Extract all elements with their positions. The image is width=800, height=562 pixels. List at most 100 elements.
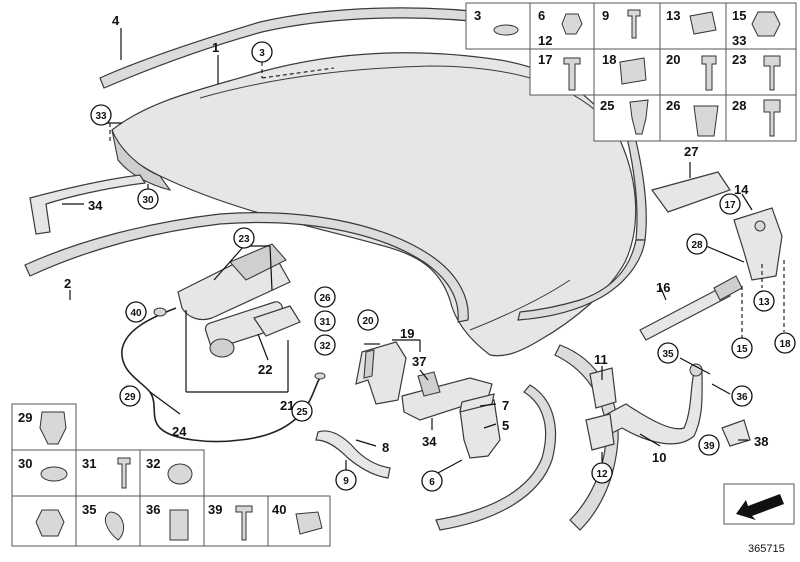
callout-7: 7 xyxy=(502,398,509,413)
callout-23: 23 xyxy=(238,234,250,245)
washer-icon xyxy=(493,24,519,36)
callout-22: 22 xyxy=(258,362,272,377)
table-label-36: 36 xyxy=(146,502,160,517)
gas-strut-16 xyxy=(639,275,743,341)
nut-icon xyxy=(751,11,781,37)
callout-9: 9 xyxy=(343,476,349,487)
callout-21: 21 xyxy=(280,398,294,413)
cable-clip-icon xyxy=(295,511,323,535)
callout-17: 17 xyxy=(724,200,736,211)
table-label-32: 32 xyxy=(146,456,160,471)
callout-24: 24 xyxy=(172,424,187,439)
table-label-17: 17 xyxy=(538,52,552,67)
table-label-31: 31 xyxy=(82,456,96,471)
callout-25: 25 xyxy=(296,407,308,418)
callout-27: 27 xyxy=(684,144,698,159)
callout-16: 16 xyxy=(656,280,670,295)
callout-38: 38 xyxy=(754,434,768,449)
callout-14: 14 xyxy=(734,182,749,197)
callout-36-circle: 36 xyxy=(731,385,753,407)
callout-39-circle: 39 xyxy=(698,434,720,456)
circled-callouts: 3 33 30 23 40 29 26 31 32 20 25 9 6 12 3… xyxy=(90,41,796,492)
nut-icon xyxy=(561,13,583,35)
callout-19: 19 xyxy=(400,326,414,341)
callout-6-circle: 6 xyxy=(421,470,443,492)
table-label-15: 15 xyxy=(732,8,746,23)
callout-18-circle: 18 xyxy=(774,332,796,354)
base-plate-34 xyxy=(401,371,493,421)
direction-arrow-box xyxy=(723,483,795,525)
callout-10: 10 xyxy=(652,450,666,465)
callout-15: 15 xyxy=(736,344,748,355)
pump-assembly xyxy=(177,243,301,358)
table-label-30: 30 xyxy=(18,456,32,471)
callout-28: 28 xyxy=(691,240,703,251)
screw-icon xyxy=(117,457,131,489)
table-label-26: 26 xyxy=(666,98,680,113)
lock-bracket xyxy=(355,341,407,405)
table-label-33: 33 xyxy=(732,33,746,48)
table-label-9: 9 xyxy=(602,8,609,23)
bracket-11 xyxy=(585,367,617,451)
callout-40: 40 xyxy=(130,308,142,319)
bracket-5 xyxy=(459,393,501,459)
callout-29: 29 xyxy=(124,392,136,403)
cap-icon xyxy=(167,463,193,485)
bowden-cable xyxy=(121,307,326,443)
callout-32-circle: 32 xyxy=(314,334,336,356)
table-label-6: 6 xyxy=(538,8,545,23)
table-label-39: 39 xyxy=(208,502,222,517)
callout-20-circle: 20 xyxy=(357,309,379,331)
table-label-23: 23 xyxy=(732,52,746,67)
clip-icon xyxy=(39,411,67,445)
callout-2: 2 xyxy=(64,276,71,291)
callout-13: 13 xyxy=(758,297,770,308)
callout-34b: 34 xyxy=(422,434,437,449)
trim-strip-34 xyxy=(29,174,147,235)
callout-34: 34 xyxy=(88,198,103,213)
callout-12-circle: 12 xyxy=(591,462,613,484)
callout-40-circle: 40 xyxy=(125,301,147,323)
callout-36: 36 xyxy=(736,392,748,403)
rivet-icon xyxy=(563,57,581,91)
callout-32: 32 xyxy=(319,341,331,352)
screw-icon xyxy=(627,9,641,39)
cover-plate-27 xyxy=(651,171,731,213)
callout-30: 30 xyxy=(142,195,154,206)
bolt-icon xyxy=(763,99,781,137)
callout-28-circle: 28 xyxy=(686,233,708,255)
screw-icon xyxy=(235,505,253,541)
bracket-8 xyxy=(315,430,391,479)
callout-5: 5 xyxy=(502,418,509,433)
fastener-table-bottom-left: 29 30 31 32 35 36 39 40 xyxy=(11,403,331,547)
callout-35: 35 xyxy=(662,349,674,360)
bolt-icon xyxy=(701,55,717,91)
callout-8: 8 xyxy=(382,440,389,455)
callout-1: 1 xyxy=(212,40,219,55)
side-rail-left xyxy=(24,212,469,323)
table-label-3: 3 xyxy=(474,8,481,23)
callout-labels: 4 1 34 2 21 22 24 19 37 34 7 5 8 11 10 1… xyxy=(64,13,785,555)
callout-15-circle: 15 xyxy=(731,337,753,359)
callout-33-circle: 33 xyxy=(90,104,112,126)
callout-29-circle: 29 xyxy=(119,385,141,407)
bolt-icon xyxy=(763,55,781,91)
callout-26-circle: 26 xyxy=(314,286,336,308)
callout-3: 3 xyxy=(259,48,265,59)
nut-icon xyxy=(35,509,65,537)
table-label-20: 20 xyxy=(666,52,680,67)
callout-39: 39 xyxy=(703,441,715,452)
callout-37: 37 xyxy=(412,354,426,369)
callout-17-circle: 17 xyxy=(719,193,741,215)
clip-nut-icon xyxy=(689,11,717,35)
callout-23-circle: 23 xyxy=(233,227,255,249)
grommet-icon xyxy=(40,466,68,482)
callout-31: 31 xyxy=(319,317,331,328)
table-label-25: 25 xyxy=(600,98,614,113)
callout-26: 26 xyxy=(319,293,331,304)
spreader-nut-icon xyxy=(693,105,719,137)
callout-35-circle: 35 xyxy=(657,342,679,364)
table-label-13: 13 xyxy=(666,8,680,23)
